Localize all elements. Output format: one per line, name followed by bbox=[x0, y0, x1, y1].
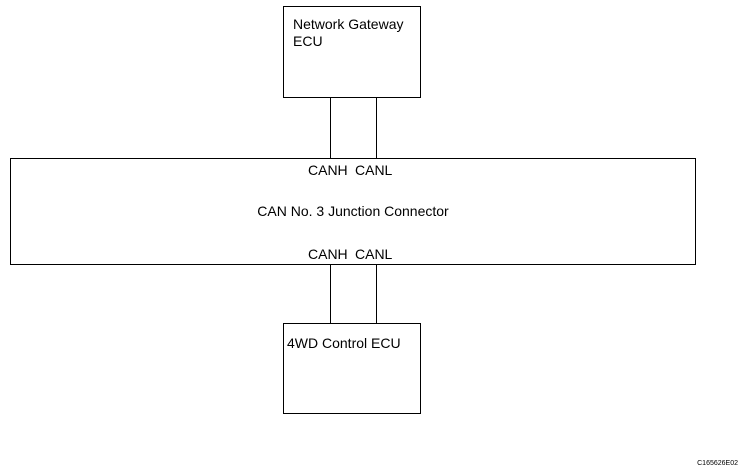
junction-bottom-canl-label: CANL bbox=[355, 246, 393, 262]
junction-top-canl-label: CANL bbox=[355, 162, 393, 178]
wire-gateway-canl bbox=[376, 97, 377, 158]
figure-code: C165626E02 bbox=[697, 460, 738, 467]
wire-4wd-canh bbox=[330, 264, 331, 323]
wire-gateway-canh bbox=[330, 97, 331, 158]
network-gateway-ecu-box: Network Gateway ECU bbox=[283, 6, 421, 98]
wire-4wd-canl bbox=[376, 264, 377, 323]
can-junction-connector-box: CANH CANL CAN No. 3 Junction Connector C… bbox=[10, 158, 696, 265]
junction-connector-title: CAN No. 3 Junction Connector bbox=[257, 203, 449, 219]
4wd-control-ecu-label: 4WD Control ECU bbox=[287, 335, 401, 351]
junction-top-canh-label: CANH bbox=[308, 162, 348, 178]
junction-bottom-canh-label: CANH bbox=[308, 246, 348, 262]
network-gateway-ecu-label: Network Gateway ECU bbox=[293, 16, 404, 49]
4wd-control-ecu-box: 4WD Control ECU bbox=[283, 323, 421, 414]
